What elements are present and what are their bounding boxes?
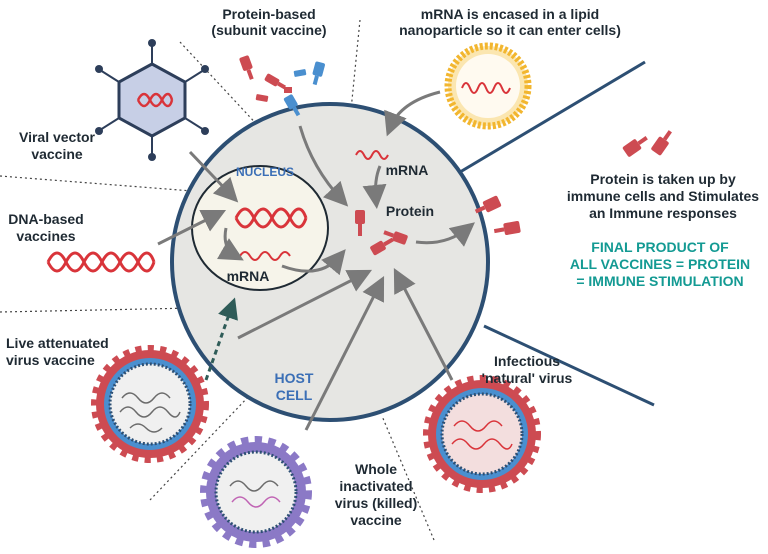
label-line: virus (killed) bbox=[335, 495, 417, 511]
label-line: immune cells and Stimulates bbox=[567, 188, 759, 204]
label-line: Viral vector bbox=[19, 129, 96, 145]
live-attenuated-dashed-arrow bbox=[204, 297, 238, 381]
mrna-strand-nucleus bbox=[239, 251, 291, 261]
lipid-nanoparticle-icon bbox=[444, 42, 532, 130]
viral-vector-icon bbox=[95, 39, 209, 161]
protein-molecules-cell bbox=[355, 210, 408, 256]
pathway-arrows bbox=[157, 90, 475, 431]
mrna-strand-cell bbox=[355, 150, 389, 160]
label-line: an Immune responses bbox=[589, 205, 737, 221]
label-protein: Protein bbox=[386, 203, 434, 219]
label-line: Whole bbox=[355, 461, 397, 477]
label-line: virus vaccine bbox=[6, 352, 95, 368]
label-line: ALL VACCINES = PROTEIN bbox=[570, 256, 750, 272]
label-line: Infectious bbox=[494, 353, 560, 369]
section-divider-lines bbox=[0, 19, 435, 541]
label-line: inactivated bbox=[339, 478, 412, 494]
label-line: DNA-based bbox=[8, 211, 83, 227]
label-whole-inactivated: Whole inactivated virus (killed) vaccine bbox=[335, 461, 417, 528]
label-protein-based: Protein-based (subunit vaccine) bbox=[211, 6, 326, 38]
label-mrna-lipid: mRNA is encased in a lipid nanoparticle … bbox=[399, 6, 621, 38]
label-line: Live attenuated bbox=[6, 335, 109, 351]
label-protein-uptake: Protein is taken up by immune cells and … bbox=[567, 171, 759, 221]
label-final-product: FINAL PRODUCT OF ALL VACCINES = PROTEIN … bbox=[570, 239, 750, 289]
right-divider-lines bbox=[449, 60, 655, 407]
label-line: CELL bbox=[276, 387, 313, 403]
label-mrna-cell: mRNA bbox=[386, 162, 429, 178]
label-nucleus: NUCLEUS bbox=[236, 165, 294, 179]
live-attenuated-virus-icon bbox=[91, 345, 209, 463]
label-viral-vector: Viral vector vaccine bbox=[19, 129, 96, 162]
natural-virus-icon bbox=[423, 375, 541, 493]
label-line: HOST bbox=[275, 370, 314, 386]
dna-helix-plasmid bbox=[46, 251, 156, 273]
label-host-cell: HOST CELL bbox=[275, 370, 314, 403]
label-line: Protein is taken up by bbox=[590, 171, 736, 187]
label-mrna-nucleus: mRNA bbox=[227, 268, 270, 284]
label-line: nanoparticle so it can enter cells) bbox=[399, 22, 621, 38]
label-line: Protein-based bbox=[222, 6, 315, 22]
label-line: vaccine bbox=[350, 512, 402, 528]
protein-molecules-released bbox=[474, 130, 672, 235]
label-line: vaccine bbox=[31, 146, 83, 162]
label-line: (subunit vaccine) bbox=[211, 22, 326, 38]
label-line: vaccines bbox=[16, 228, 75, 244]
dna-helix-nucleus bbox=[234, 207, 308, 229]
label-line: 'natural' virus bbox=[482, 370, 573, 386]
label-infectious-virus: Infectious 'natural' virus bbox=[482, 353, 573, 386]
protein-subunit-icons bbox=[239, 55, 325, 117]
label-dna-based: DNA-based vaccines bbox=[8, 211, 83, 244]
inactivated-virus-icon bbox=[200, 436, 312, 548]
label-live-attenuated: Live attenuated virus vaccine bbox=[6, 335, 109, 368]
label-line: mRNA is encased in a lipid bbox=[421, 6, 599, 22]
label-line: FINAL PRODUCT OF bbox=[591, 239, 729, 255]
label-line: = IMMUNE STIMULATION bbox=[576, 273, 743, 289]
